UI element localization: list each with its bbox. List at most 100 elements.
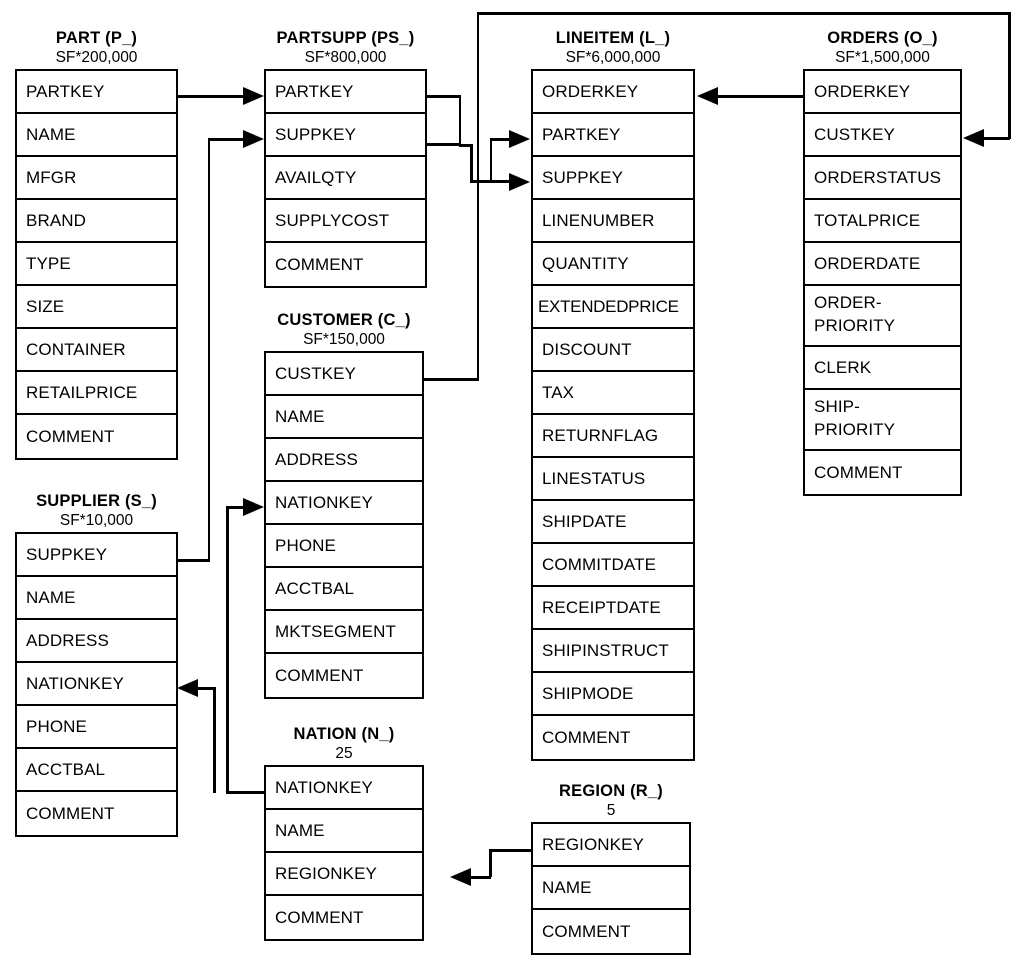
connector-part-to-partsupp-arrow — [243, 87, 264, 105]
entity-customer-cardinality: SF*150,000 — [303, 331, 385, 348]
connector-part-to-partsupp-line — [178, 95, 245, 98]
entity-region-box: REGIONKEY NAME COMMENT — [531, 822, 691, 955]
field-partsupp-partkey: PARTKEY — [266, 71, 425, 114]
field-lineitem-orderkey: ORDERKEY — [533, 71, 693, 114]
entity-nation-title: NATION (N_) — [293, 725, 395, 743]
field-part-retailprice: RETAILPRICE — [17, 372, 176, 415]
entity-region-cardinality: 5 — [606, 802, 616, 819]
field-lineitem-shipmode: SHIPMODE — [533, 673, 693, 716]
entity-nation: NATION (N_) 25 NATIONKEY NAME REGIONKEY … — [264, 724, 424, 941]
field-part-name: NAME — [17, 114, 176, 157]
field-lineitem-shipdate: SHIPDATE — [533, 501, 693, 544]
field-supplier-comment: COMMENT — [17, 792, 176, 835]
connector-region-to-nation-arrow — [450, 868, 471, 886]
field-partsupp-availqty: AVAILQTY — [266, 157, 425, 200]
connector-partsupp-lineitem-split — [489, 138, 492, 182]
connector-orders-to-lineitem-arrow — [697, 87, 718, 105]
connector-partsupp-lineitem-bus-mid — [470, 144, 473, 183]
connector-partsupp-lineitem-partkey-down — [458, 95, 461, 146]
connector-partsupp-lineitem-bus-bottom — [470, 180, 492, 183]
field-orders-clerk: CLERK — [805, 347, 960, 390]
connector-customer-to-orders-arrow — [963, 129, 984, 147]
field-supplier-nationkey: NATIONKEY — [17, 663, 176, 706]
entity-region-title: REGION (R_) — [559, 782, 663, 800]
field-lineitem-shipinstruct: SHIPINSTRUCT — [533, 630, 693, 673]
field-orders-comment: COMMENT — [805, 451, 960, 494]
connector-partsupp-lineitem-partkey-out — [427, 95, 461, 98]
entity-nation-box: NATIONKEY NAME REGIONKEY COMMENT — [264, 765, 424, 941]
field-orders-shippriority: SHIP- PRIORITY — [805, 390, 960, 451]
field-orders-orderpriority-line2: PRIORITY — [814, 316, 896, 335]
field-orders-custkey: CUSTKEY — [805, 114, 960, 157]
field-orders-orderpriority-line1: ORDER- — [814, 293, 882, 312]
entity-lineitem-cardinality: SF*6,000,000 — [565, 49, 661, 66]
field-lineitem-extendedprice: EXTENDEDPRICE — [533, 286, 693, 329]
field-lineitem-returnflag: RETURNFLAG — [533, 415, 693, 458]
field-lineitem-linenumber: LINENUMBER — [533, 200, 693, 243]
field-lineitem-comment: COMMENT — [533, 716, 693, 759]
field-nation-nationkey: NATIONKEY — [266, 767, 422, 810]
field-customer-comment: COMMENT — [266, 654, 422, 697]
connector-partsupp-lineitem-suppkey-out — [427, 143, 461, 146]
entity-nation-cardinality: 25 — [335, 745, 353, 762]
field-lineitem-receiptdate: RECEIPTDATE — [533, 587, 693, 630]
field-lineitem-suppkey: SUPPKEY — [533, 157, 693, 200]
connector-nation-to-supplier-seg2 — [196, 687, 215, 690]
field-customer-address: ADDRESS — [266, 439, 422, 482]
field-region-regionkey: REGIONKEY — [533, 824, 689, 867]
connector-orders-to-lineitem-line — [716, 95, 804, 98]
connector-customer-to-orders-seg2 — [476, 12, 479, 380]
field-orders-shippriority-line2: PRIORITY — [814, 420, 896, 439]
field-nation-comment: COMMENT — [266, 896, 422, 939]
connector-customer-to-orders-seg3 — [476, 12, 1011, 15]
field-customer-name: NAME — [266, 396, 422, 439]
field-region-comment: COMMENT — [533, 910, 689, 953]
connector-region-to-nation-seg3 — [469, 876, 491, 879]
field-orders-totalprice: TOTALPRICE — [805, 200, 960, 243]
field-lineitem-linestatus: LINESTATUS — [533, 458, 693, 501]
entity-orders-cardinality: SF*1,500,000 — [835, 49, 930, 66]
field-customer-phone: PHONE — [266, 525, 422, 568]
field-region-name: NAME — [533, 867, 689, 910]
field-lineitem-tax: TAX — [533, 372, 693, 415]
connector-nation-to-supplier-arrow — [177, 679, 198, 697]
connector-customer-to-orders-seg1 — [424, 378, 479, 381]
entity-partsupp: PARTSUPP (PS_) SF*800,000 PARTKEY SUPPKE… — [264, 28, 427, 288]
connector-partsupp-lineitem-partkey-arrow — [509, 130, 530, 148]
entity-part-title: PART (P_) — [55, 29, 138, 47]
entity-orders: ORDERS (O_) SF*1,500,000 ORDERKEY CUSTKE… — [803, 28, 962, 496]
field-orders-orderpriority: ORDER- PRIORITY — [805, 286, 960, 347]
field-orders-orderkey: ORDERKEY — [805, 71, 960, 114]
entity-region: REGION (R_) 5 REGIONKEY NAME COMMENT — [531, 781, 691, 955]
entity-part-box: PARTKEY NAME MFGR BRAND TYPE SIZE CONTAI… — [15, 69, 178, 460]
entity-partsupp-box: PARTKEY SUPPKEY AVAILQTY SUPPLYCOST COMM… — [264, 69, 427, 288]
field-lineitem-discount: DISCOUNT — [533, 329, 693, 372]
field-part-brand: BRAND — [17, 200, 176, 243]
field-orders-orderdate: ORDERDATE — [805, 243, 960, 286]
field-partsupp-supplycost: SUPPLYCOST — [266, 200, 425, 243]
entity-customer: CUSTOMER (C_) SF*150,000 CUSTKEY NAME AD… — [264, 310, 424, 699]
connector-partsupp-lineitem-to-suppkey — [489, 180, 512, 183]
field-supplier-acctbal: ACCTBAL — [17, 749, 176, 792]
field-orders-orderstatus: ORDERSTATUS — [805, 157, 960, 200]
connector-supplier-to-partsupp-arrow — [243, 130, 264, 148]
field-lineitem-quantity: QUANTITY — [533, 243, 693, 286]
entity-supplier-title: SUPPLIER (S_) — [36, 492, 157, 510]
connector-partsupp-lineitem-bus-top — [458, 144, 473, 147]
entity-orders-title: ORDERS (O_) — [827, 29, 938, 47]
entity-part-cardinality: SF*200,000 — [55, 49, 138, 66]
field-nation-regionkey: REGIONKEY — [266, 853, 422, 896]
connector-supplier-to-partsupp-seg3 — [207, 138, 246, 141]
field-supplier-phone: PHONE — [17, 706, 176, 749]
entity-supplier-cardinality: SF*10,000 — [59, 512, 134, 529]
entity-supplier: SUPPLIER (S_) SF*10,000 SUPPKEY NAME ADD… — [15, 491, 178, 837]
connector-nation-to-customer-arrow — [243, 498, 264, 516]
field-supplier-name: NAME — [17, 577, 176, 620]
entity-partsupp-cardinality: SF*800,000 — [304, 49, 387, 66]
field-part-partkey: PARTKEY — [17, 71, 176, 114]
field-part-mfgr: MFGR — [17, 157, 176, 200]
connector-supplier-to-partsupp-seg2 — [207, 138, 210, 561]
connector-customer-to-orders-seg4 — [1008, 12, 1011, 139]
entity-lineitem: LINEITEM (L_) SF*6,000,000 ORDERKEY PART… — [531, 28, 695, 761]
